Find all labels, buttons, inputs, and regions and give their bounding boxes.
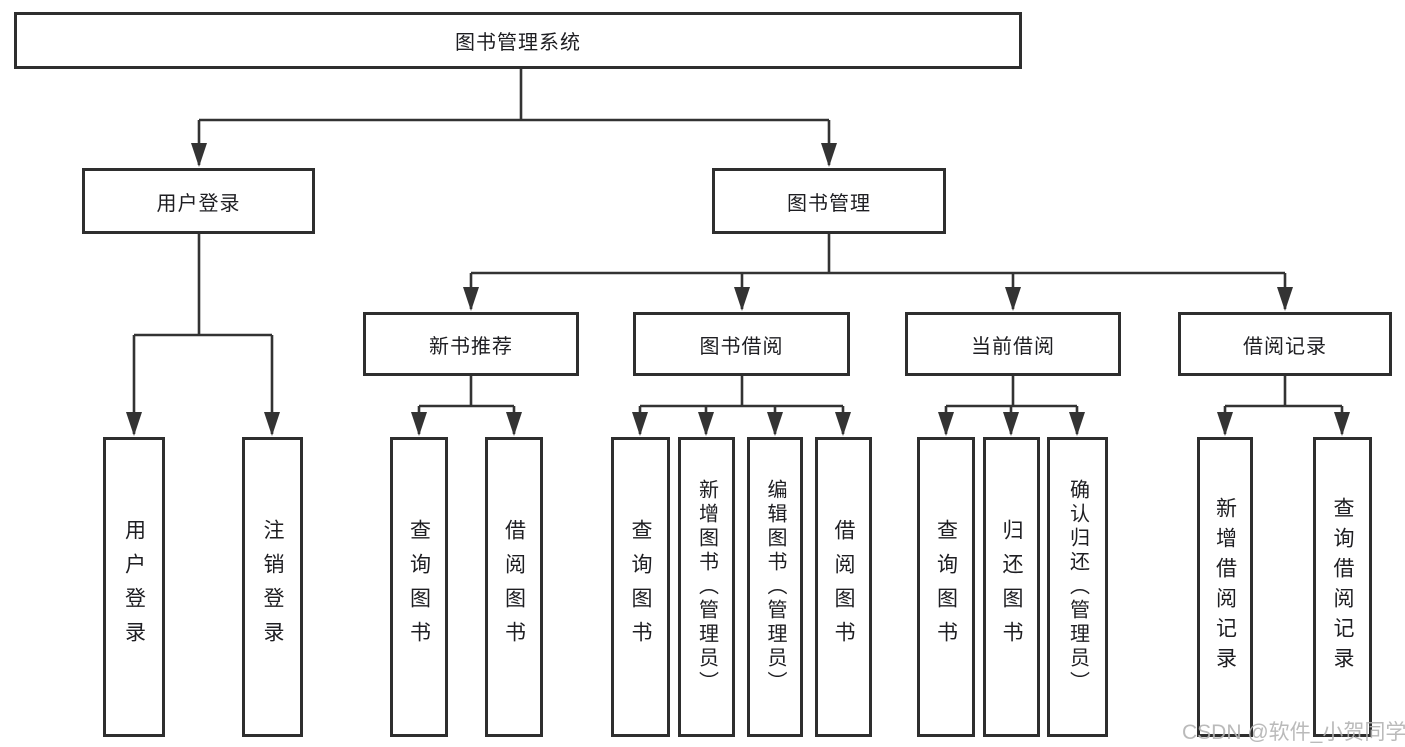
leaf-query-books-2: 查询图书	[611, 437, 670, 737]
node-root: 图书管理系统	[14, 12, 1022, 69]
node-book-borrow-label: 图书借阅	[699, 335, 784, 358]
leaf-query-borrow-record: 查询借阅记录	[1313, 437, 1372, 737]
leaf-query-books-1-label: 查询图书	[407, 519, 431, 655]
node-new-book-recommend-label: 新书推荐	[429, 335, 513, 358]
leaf-query-books-3-label: 查询图书	[934, 519, 958, 655]
leaf-borrow-books-2-label: 借阅图书	[832, 519, 855, 655]
node-current-borrow-label: 当前借阅	[971, 335, 1055, 358]
csdn-watermark: CSDN @软件_小贺同学	[1182, 721, 1405, 744]
node-user-login: 用户登录	[82, 168, 315, 234]
leaf-borrow-books-2: 借阅图书	[815, 437, 872, 737]
leaf-add-borrow-record: 新增借阅记录	[1197, 437, 1253, 737]
node-borrow-records: 借阅记录	[1178, 312, 1392, 376]
leaf-query-books-2-label: 查询图书	[629, 519, 652, 655]
node-book-management-label: 图书管理	[787, 192, 871, 215]
node-new-book-recommend: 新书推荐	[363, 312, 579, 376]
leaf-add-books-admin-label: 新增图书（管理员）	[695, 479, 718, 695]
leaf-edit-books-admin-label: 编辑图书（管理员）	[764, 479, 786, 695]
leaf-add-borrow-record-label: 新增借阅记录	[1213, 497, 1237, 677]
leaf-confirm-return-admin-label: 确认归还（管理员）	[1066, 479, 1089, 695]
node-book-borrow: 图书借阅	[633, 312, 850, 376]
leaf-user-login: 用户登录	[103, 437, 165, 737]
leaf-logout-label: 注销登录	[261, 519, 284, 655]
node-user-login-label: 用户登录	[156, 192, 241, 215]
leaf-return-books-label: 归还图书	[1000, 519, 1023, 655]
node-borrow-records-label: 借阅记录	[1243, 335, 1327, 358]
leaf-query-books-1: 查询图书	[390, 437, 448, 737]
leaf-borrow-books-1-label: 借阅图书	[502, 519, 526, 655]
node-book-management: 图书管理	[712, 168, 946, 234]
node-current-borrow: 当前借阅	[905, 312, 1121, 376]
leaf-edit-books-admin: 编辑图书（管理员）	[747, 437, 803, 737]
leaf-query-books-3: 查询图书	[917, 437, 975, 737]
leaf-borrow-books-1: 借阅图书	[485, 437, 543, 737]
leaf-confirm-return-admin: 确认归还（管理员）	[1047, 437, 1108, 737]
leaf-logout: 注销登录	[242, 437, 303, 737]
leaf-user-login-label: 用户登录	[122, 519, 146, 655]
leaf-add-books-admin: 新增图书（管理员）	[678, 437, 735, 737]
leaf-query-borrow-record-label: 查询借阅记录	[1331, 497, 1354, 677]
node-root-label: 图书管理系统	[455, 32, 581, 54]
leaf-return-books: 归还图书	[983, 437, 1040, 737]
